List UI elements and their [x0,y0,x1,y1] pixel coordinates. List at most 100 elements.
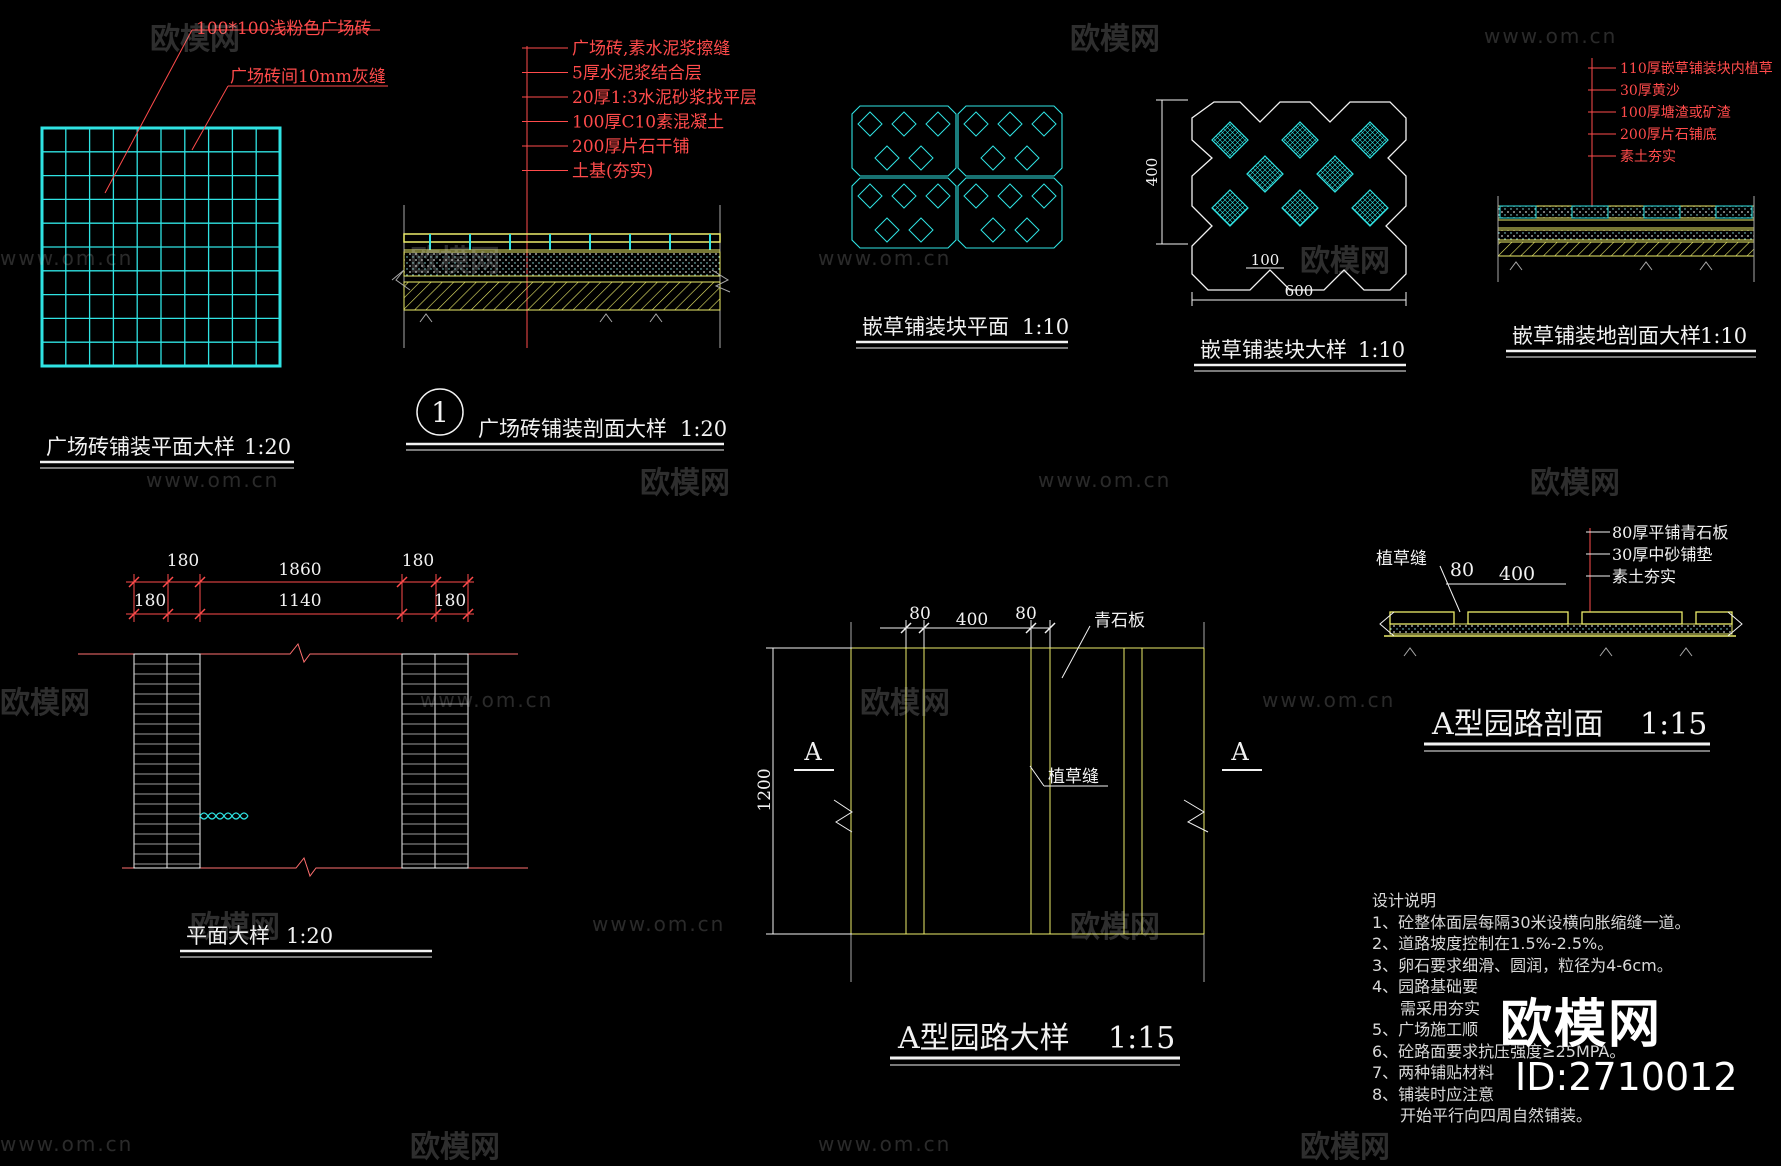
note-item: 8、铺装时应注意 [1372,1084,1495,1104]
break-line-right [1183,799,1209,833]
paver-diamond [963,111,989,137]
layer-label: 20厚1:3水泥砂浆找平层 [572,88,757,108]
tile-layer [403,233,721,243]
label-joint: 广场砖间10mm灰缝 [230,67,386,87]
paver-block [957,105,1063,177]
paver-diamond [925,111,951,137]
paver-section-block [1499,205,1537,219]
dim-tick [396,576,408,588]
watermark-stamp: 欧模网 [1500,995,1663,1055]
paver-diamond [1031,111,1057,137]
paver-diamond [908,217,934,243]
note-item: 5、广场施工顺 [1372,1020,1479,1039]
break-line-left [391,269,411,291]
grass-cell [1316,155,1354,193]
dim-tick [128,576,140,588]
dim-top-left: 180 [167,551,199,571]
dim-height: 1200 [755,768,775,811]
dim-tick [194,576,206,588]
note-item: 需采用夯实 [1400,998,1481,1018]
plaza-tile-grid [40,126,282,368]
path-section-scale: 1:15 [1640,707,1707,742]
paver-diamond [963,183,989,209]
label-tile: 100*100浅粉色广场砖 [196,19,371,39]
paver-diamond [857,111,883,137]
dim-cell: 100 [1251,251,1280,269]
section-number: 1 [431,396,449,429]
dim-tick [918,622,930,634]
break-line-bottom [122,856,528,878]
dim-tick [900,622,912,634]
watermark-id: ID:2710012 [1515,1055,1738,1099]
grass-paver-block: 400 100 600 嵌草铺装块大样 1:10 [1143,99,1407,372]
dim-bottom-middle: 1140 [278,591,321,611]
grass-cell [1211,121,1249,159]
concrete-layer [403,251,721,277]
grass-cell [1246,155,1284,193]
label-grass-joint: 植草缝 [1376,549,1427,569]
stone-slab [1389,611,1455,625]
break-line-right [711,269,731,293]
grass-cell [1281,121,1319,159]
paver-diamond [891,111,917,137]
break-line-left [1379,611,1395,637]
paver-diamond [925,183,951,209]
note-item: 3、卵石要求细滑、圆润，粒径为4-6cm。 [1372,955,1673,975]
path-section-title: A型园路剖面 [1431,707,1604,742]
leader-stone [1061,625,1091,679]
paver-diamond [1031,183,1057,209]
plaza-section-detail: 广场砖,素水泥浆擦缝5厚水泥浆结合层20厚1:3水泥砂浆找平层100厚C10素混… [391,39,757,451]
grass-block-title: 嵌草铺装块大样 [1200,338,1347,362]
soil-symbol [1509,261,1713,271]
dim-top-middle: 1860 [278,560,321,580]
paver-diamond [997,183,1023,209]
soil-symbol [1403,647,1693,657]
dim-tick [430,576,442,588]
layer-label: 200厚片石干铺 [572,137,689,157]
plaza-plan-detail: 100*100浅粉色广场砖 广场砖间10mm灰缝 广场砖铺装平面大样 1:20 [40,19,388,469]
layer-label: 30厚中砂铺垫 [1612,545,1712,564]
stone-slab [1581,611,1683,625]
grass-cell [1351,189,1389,227]
paver-section-block [1643,205,1681,219]
rubble-layer [403,281,721,311]
label-stone: 青石板 [1094,611,1145,631]
dim-height: 400 [1143,158,1161,187]
pebble-symbol [199,812,249,820]
leader-grass [1439,565,1461,613]
paver-diamond [1014,217,1040,243]
dim-left-gap: 80 [909,604,931,624]
paver-section-block [1715,205,1753,219]
leader-line-joint [191,85,229,151]
paver-block [851,177,957,249]
dim-right-gap: 80 [1015,604,1037,624]
paver-diamond [980,217,1006,243]
paver-diamond [980,145,1006,171]
sand-layer [1497,219,1755,229]
dim-width: 600 [1285,282,1314,300]
dim-top-right: 180 [402,551,434,571]
paver-block [851,105,957,177]
paver-diamond [997,111,1023,137]
note-item: 6、砼路面要求抗压强度≥25MPA。 [1372,1041,1626,1061]
layer-label: 80厚平铺青石板 [1612,523,1728,542]
gravel-layer [1497,229,1755,241]
paver-diamond [908,145,934,171]
dim-tick [462,576,474,588]
paver-diamond [874,145,900,171]
paver-diamond [1014,145,1040,171]
grass-paver-plan: 嵌草铺装块平面 1:10 [851,105,1069,349]
section-mark-right: A [1230,738,1249,766]
layer-label: 100厚C10素混凝土 [572,113,724,133]
grass-section-title: 嵌草铺装地剖面大样 [1512,324,1701,348]
dim-tick [462,608,474,620]
plaza-section-scale: 1:20 [680,417,727,441]
layer-label: 200厚片石铺底 [1620,127,1717,143]
note-item: 4、园路基础要 [1372,977,1479,996]
paver-section-block [1571,205,1609,219]
layer-label: 土基(夯实) [572,162,653,182]
note-item: 2、道路坡度控制在1.5%-2.5%。 [1372,934,1614,953]
dim-stone-width: 400 [956,610,988,630]
